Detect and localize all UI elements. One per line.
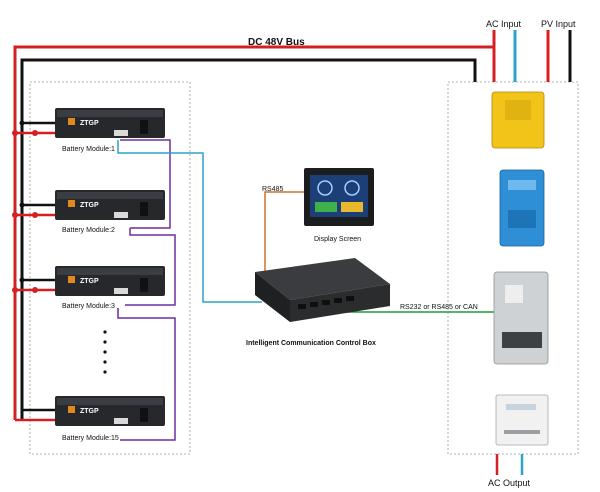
module-brand: ZTGP — [80, 120, 99, 127]
svg-text:ZTGP: ZTGP — [80, 408, 99, 415]
module-status-light — [68, 118, 75, 125]
dc-bus-negative-wire — [20, 58, 477, 420]
ac-output-label: AC Output — [488, 478, 531, 488]
battery-module-15: ZTGP Battery Module:15 — [55, 396, 165, 442]
gauge-icon — [317, 180, 333, 196]
inverter-white — [495, 394, 549, 446]
control-box-label: Intelligent Communication Control Box — [246, 340, 376, 347]
inverter-rack-frame — [447, 81, 579, 455]
battery-module-3-label: Battery Module:3 — [62, 303, 115, 310]
battery-module-3: ZTGP Battery Module:3 — [55, 266, 165, 310]
rs485-label: RS485 — [262, 186, 284, 193]
comm-options-label: RS232 or RS485 or CAN — [400, 304, 478, 311]
comm-wires — [117, 139, 497, 441]
dc-bus-label: DC 48V Bus — [248, 37, 305, 48]
battery-module-1-label: Battery Module:1 — [62, 146, 115, 153]
battery-module-15-label: Battery Module:15 — [62, 435, 119, 442]
ac-input-label: AC Input — [486, 19, 522, 29]
inverter-blue — [499, 169, 545, 247]
inverter-yellow — [491, 91, 545, 149]
inverter-grey — [493, 271, 549, 365]
battery-module-2: ZTGP Battery Module:2 — [55, 190, 165, 234]
display-screen-label: Display Screen — [314, 236, 361, 243]
battery-module-1: ZTGP Battery Module:1 — [55, 108, 165, 153]
control-box: Intelligent Communication Control Box — [246, 258, 390, 347]
svg-text:ZTGP: ZTGP — [80, 278, 99, 285]
pv-input-label: PV Input — [541, 19, 576, 29]
continuation-dots — [103, 330, 107, 374]
svg-text:ZTGP: ZTGP — [80, 202, 99, 209]
battery-rack-frame — [29, 81, 191, 455]
gauge-icon — [344, 180, 360, 196]
display-screen: Display Screen — [304, 168, 374, 243]
battery-module-2-label: Battery Module:2 — [62, 227, 115, 234]
input-wires — [492, 30, 572, 475]
